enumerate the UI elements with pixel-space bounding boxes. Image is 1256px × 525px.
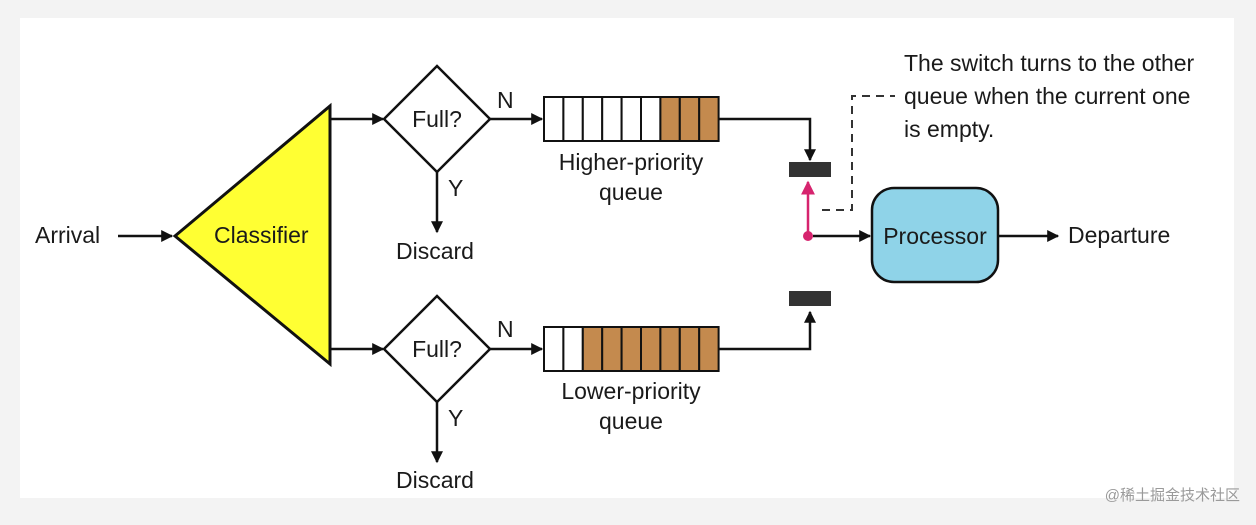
higher-queue-output-arrow [718,117,816,162]
classifier-label: Classifier [214,222,309,248]
lower-priority-queue [543,326,720,372]
higher-priority-queue [543,96,720,142]
lower-queue-packet-slot [698,326,720,372]
n-label-top: N [497,87,514,113]
lower-queue-packet-slot [620,326,642,372]
y-label-top: Y [448,175,463,201]
higher-queue-packet-slot [659,96,681,142]
full-label-bottom: Full? [412,336,462,362]
lower-queue-empty-slot [562,326,584,372]
higher-queue-empty-slot [620,96,642,142]
note-line1: The switch turns to the other [904,50,1195,76]
lower-queue-output-arrow [718,310,816,351]
arrival-label: Arrival [35,222,100,248]
higher-queue-label-line1: Higher-priority [559,149,704,175]
lower-queue-label-line1: Lower-priority [561,378,701,404]
n-label-bottom: N [497,316,514,342]
note-line3: is empty. [904,116,994,142]
switch-contact-bottom [789,291,831,306]
lower-queue-empty-slot [543,326,565,372]
lower-queue-packet-slot [659,326,681,372]
higher-queue-label-line2: queue [599,179,663,205]
note-connector [822,95,895,211]
higher-queue-empty-slot [543,96,565,142]
lower-queue-label-line2: queue [599,408,663,434]
discard-label-top: Discard [396,238,474,264]
switch-pivot [803,231,813,241]
higher-queue-empty-slot [562,96,584,142]
lower-queue-packet-slot [640,326,662,372]
y-label-bottom: Y [448,405,463,431]
higher-queue-packet-slot [678,96,701,142]
full-label-top: Full? [412,106,462,132]
higher-queue-empty-slot [640,96,662,142]
higher-queue-packet-slot [698,96,720,142]
note-line2: queue when the current one [904,83,1190,109]
departure-label: Departure [1068,222,1170,248]
processor-label: Processor [883,223,987,249]
lower-queue-packet-slot [601,326,623,372]
higher-queue-empty-slot [581,96,604,142]
classifier-triangle [172,102,332,368]
higher-queue-empty-slot [601,96,623,142]
watermark: @稀土掘金技术社区 [1105,487,1240,504]
lower-queue-packet-slot [581,326,604,372]
lower-queue-packet-slot [678,326,701,372]
discard-label-bottom: Discard [396,467,474,493]
switch-contact-top [789,162,831,177]
